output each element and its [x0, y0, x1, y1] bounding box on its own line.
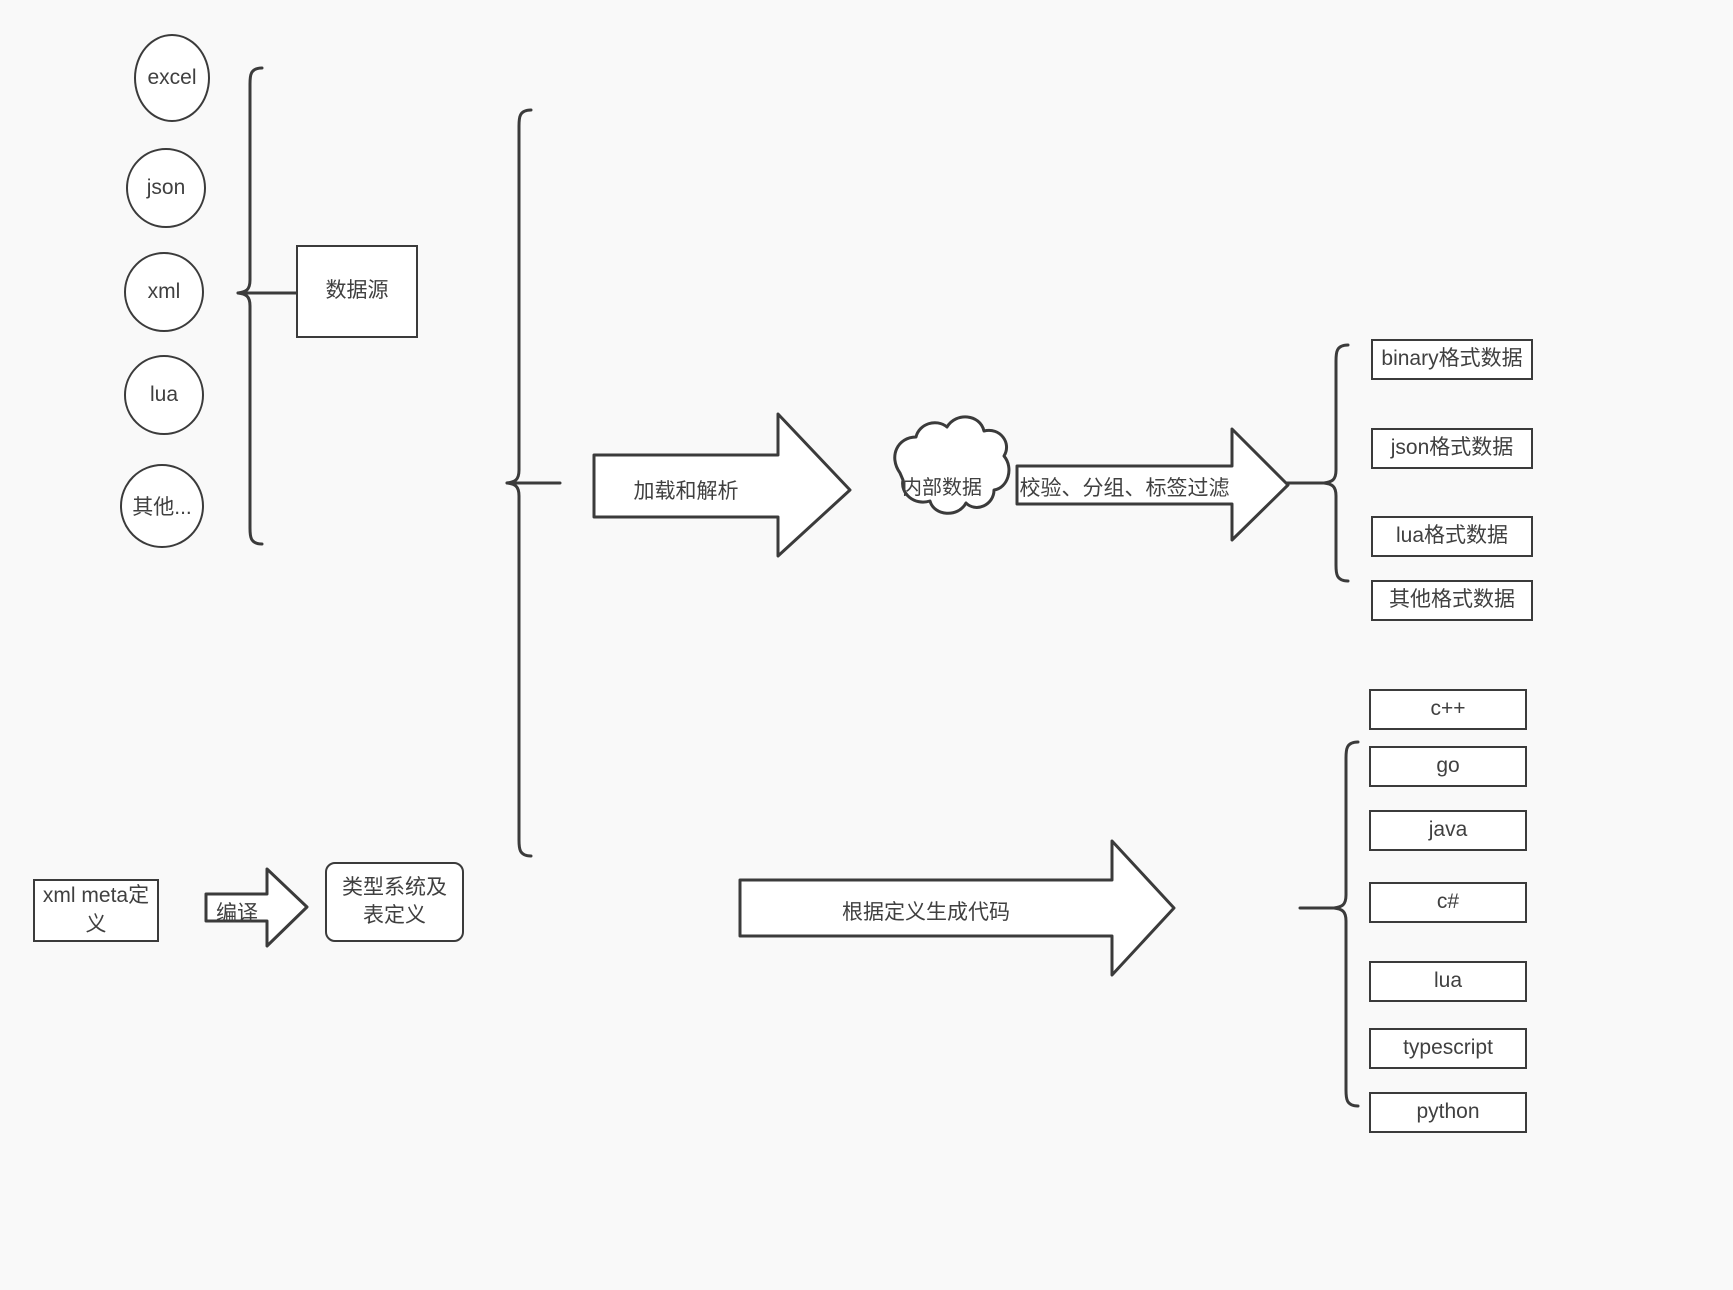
source-circle-excel[interactable]: excel: [134, 34, 210, 122]
output-language-label: java: [1428, 818, 1468, 842]
source-circle-label: excel: [147, 66, 197, 89]
data-source-box[interactable]: 数据源: [296, 245, 418, 338]
compile-arrow-label: 编译: [216, 902, 258, 925]
output-language-go[interactable]: go: [1369, 746, 1527, 787]
output-format-label: lua格式数据: [1395, 524, 1509, 548]
output-language-label: c#: [1436, 890, 1460, 914]
codegen-arrow-label: 根据定义生成代码: [842, 901, 1010, 924]
brace-pipeline-input: [505, 108, 533, 858]
output-format-label: json格式数据: [1390, 436, 1514, 460]
output-language-label: typescript: [1403, 1036, 1493, 1060]
xml-meta-label: xml meta定义: [42, 884, 150, 936]
brace-formats: [1322, 343, 1350, 583]
source-circle-label: json: [146, 176, 186, 199]
source-circle-label: xml: [147, 280, 181, 303]
output-language-cpp[interactable]: c++: [1369, 689, 1527, 730]
output-format-label: 其他格式数据: [1389, 588, 1515, 612]
output-format-json[interactable]: json格式数据: [1371, 428, 1533, 469]
source-circle-other[interactable]: 其他...: [120, 464, 204, 548]
source-circle-lua[interactable]: lua: [124, 355, 204, 435]
data-source-label: 数据源: [325, 279, 389, 303]
source-circle-label: lua: [149, 383, 179, 406]
type-system-box[interactable]: 类型系统及表定义: [325, 862, 464, 942]
output-language-label: lua: [1433, 969, 1463, 993]
validate-filter-arrow-label: 校验、分组、标签过滤: [1019, 477, 1230, 500]
output-language-label: go: [1436, 754, 1460, 778]
output-language-label: c++: [1430, 697, 1466, 721]
load-parse-arrow-label: 加载和解析: [633, 480, 739, 503]
source-circle-label: 其他...: [132, 496, 192, 519]
output-format-label: binary格式数据: [1381, 347, 1523, 371]
brace-languages: [1332, 740, 1360, 1108]
source-circle-json[interactable]: json: [126, 148, 206, 228]
output-format-lua[interactable]: lua格式数据: [1371, 516, 1533, 557]
cloud-internal-data-label: 内部数据: [902, 477, 982, 499]
output-language-java[interactable]: java: [1369, 810, 1527, 851]
output-language-python[interactable]: python: [1369, 1092, 1527, 1133]
output-language-typescript[interactable]: typescript: [1369, 1028, 1527, 1069]
output-format-binary[interactable]: binary格式数据: [1371, 339, 1533, 380]
output-language-lua[interactable]: lua: [1369, 961, 1527, 1002]
xml-meta-box[interactable]: xml meta定义: [33, 879, 159, 942]
output-language-label: python: [1416, 1100, 1480, 1124]
source-circle-xml[interactable]: xml: [124, 252, 204, 332]
type-system-label: 类型系统及表定义: [342, 875, 447, 927]
brace-sources: [236, 66, 264, 546]
output-format-other[interactable]: 其他格式数据: [1371, 580, 1533, 621]
output-language-csharp[interactable]: c#: [1369, 882, 1527, 923]
